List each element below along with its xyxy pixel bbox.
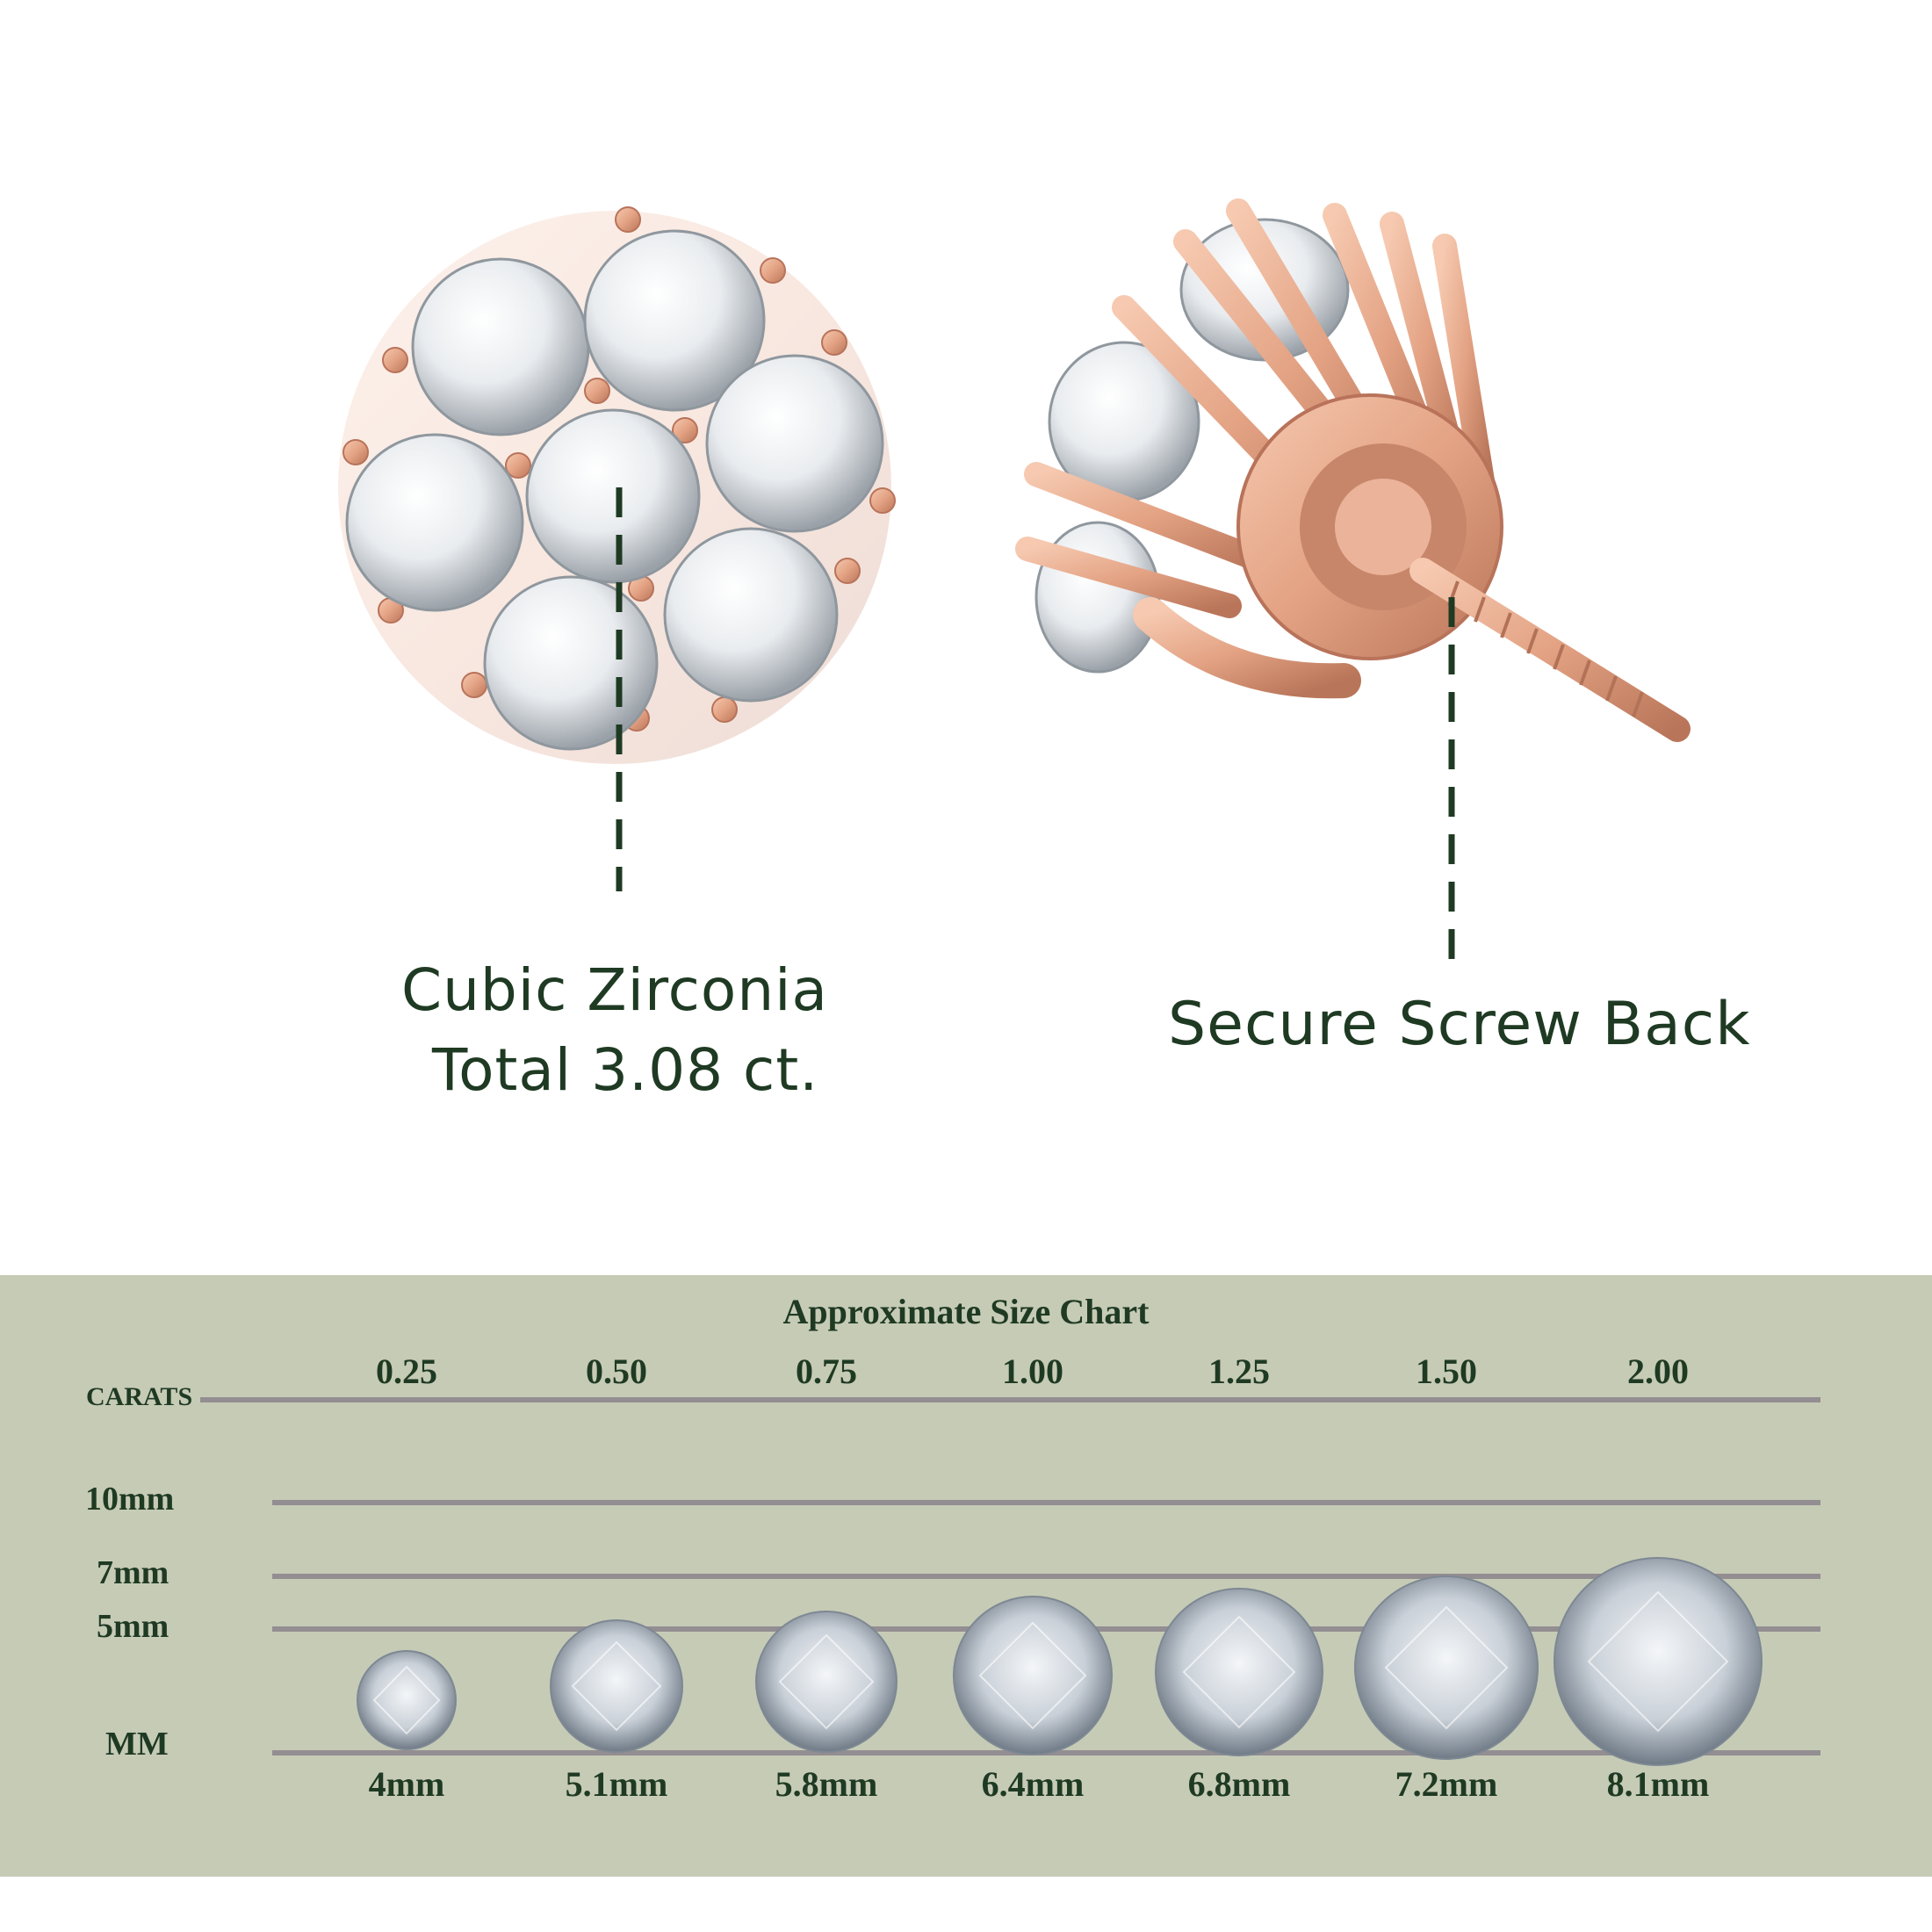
diamond-1.25 [1155, 1588, 1323, 1756]
mm-value: 5.8mm [775, 1764, 878, 1804]
mm-value: 4mm [368, 1764, 445, 1804]
row-label-5mm: 5mm [97, 1608, 169, 1645]
back-earring [1015, 198, 1690, 742]
diamond-1.00 [953, 1596, 1113, 1755]
mm-value: 6.4mm [981, 1764, 1085, 1804]
screwback-label: Secure Screw Back [1168, 990, 1751, 1059]
diamond-2.00 [1554, 1557, 1763, 1766]
diamond-0.50 [550, 1619, 683, 1753]
carat-value: 2.00 [1627, 1352, 1689, 1391]
front-earring [338, 206, 896, 764]
front-stones [345, 229, 884, 751]
rule-7mm [272, 1574, 1820, 1579]
carat-value: 1.00 [1002, 1352, 1063, 1391]
mm-value: 5.1mm [565, 1764, 668, 1804]
mm-value: 8.1mm [1606, 1764, 1710, 1804]
mm-value: 7.2mm [1395, 1764, 1498, 1804]
product-illustration [338, 198, 1690, 966]
mm-label: MM [105, 1726, 169, 1763]
chart-title: Approximate Size Chart [782, 1292, 1150, 1331]
mm-value: 6.8mm [1187, 1764, 1291, 1804]
rule-10mm [272, 1500, 1820, 1505]
size-chart: Approximate Size Chart CARATS 10mm 7mm 5… [0, 1275, 1932, 1877]
stones-label: Cubic Zirconia [401, 956, 828, 1024]
stones-total: Total 3.08 ct. [432, 1036, 819, 1104]
carats-label: CARATS [86, 1382, 193, 1411]
carat-value: 0.25 [376, 1352, 437, 1391]
diamond-0.25 [357, 1650, 457, 1750]
front-prongs [342, 206, 896, 732]
carat-value: 0.50 [586, 1352, 647, 1391]
diamond-row [357, 1557, 1763, 1766]
row-label-10mm: 10mm [85, 1481, 175, 1517]
diamond-1.50 [1354, 1575, 1539, 1760]
carat-value: 1.50 [1416, 1352, 1477, 1391]
carats-rule [200, 1397, 1820, 1402]
diamond-0.75 [755, 1611, 898, 1753]
carat-value: 0.75 [796, 1352, 857, 1391]
carat-value: 1.25 [1208, 1352, 1270, 1391]
row-label-7mm: 7mm [97, 1554, 169, 1591]
screw-post [1409, 558, 1690, 742]
